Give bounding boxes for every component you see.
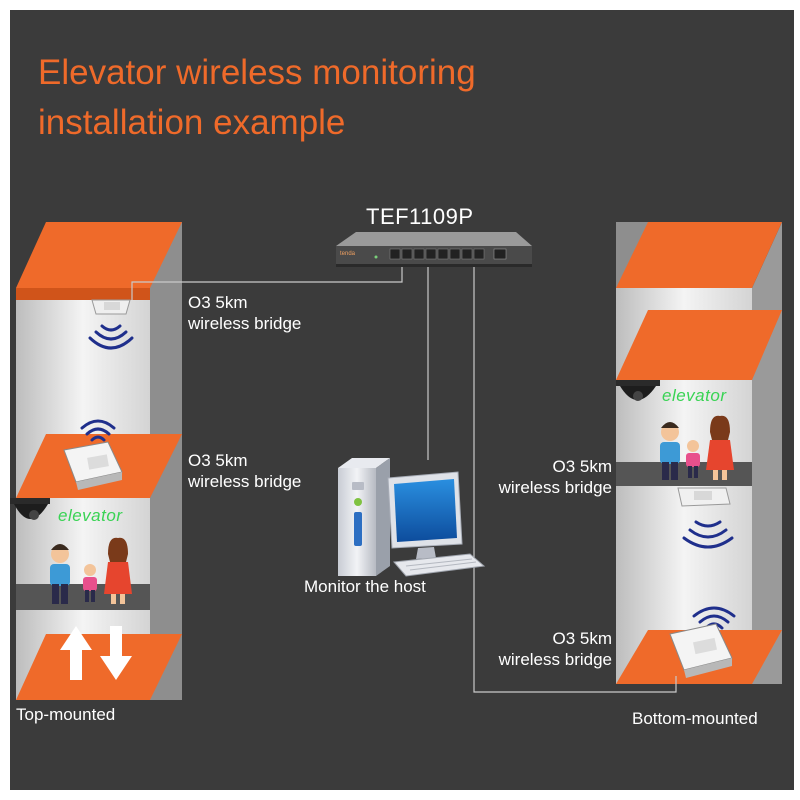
left-top-bridge-device-icon [91,299,131,315]
right-cabin-bridge-device-icon [677,487,731,507]
bridge-label-line-2: wireless bridge [188,472,302,491]
diagram-canvas: tenda Elevator wireless monitoring insta… [10,10,794,790]
right-shaft-roof [616,222,782,288]
right-dome-camera-icon [616,380,660,401]
title-line-2: installation example [38,103,346,142]
right-pit-bridge-device-icon [669,623,733,678]
network-cables [131,266,677,693]
left-middle-bridge-label: O3 5km wireless bridge [188,450,301,492]
left-cabin-bridge-device-icon [63,441,123,490]
right-cabin-roof [616,310,782,380]
bridge-label-line-2: wireless bridge [498,650,612,669]
left-pit-floor [16,634,182,700]
bridge-label-line-2: wireless bridge [498,478,612,497]
right-family-figures [660,415,734,480]
bridge-label-line-1: O3 5km [188,451,248,470]
left-elevator-text: elevator [58,506,123,525]
switch-brand-logo: tenda [340,251,356,257]
right-bottom-bridge-label: O3 5km wireless bridge [466,628,612,670]
page-title: Elevator wireless monitoring installatio… [38,48,476,148]
wifi-signal-icon [80,419,116,442]
bridge-label-line-1: O3 5km [552,629,612,648]
poe-switch-device-icon: tenda [336,232,532,267]
top-mounted-caption: Top-mounted [16,705,116,724]
left-top-bridge-label: O3 5km wireless bridge [188,292,301,334]
left-shaft-roof-edge [16,288,150,300]
down-arrow-icon [100,626,132,680]
title-line-1: Elevator wireless monitoring [38,53,476,92]
diagram-graphics: tenda [10,222,782,700]
monitor-host-computer-icon [338,458,486,577]
wifi-signal-icon [88,324,134,350]
up-arrow-icon [60,626,92,680]
bridge-label-line-2: wireless bridge [188,314,302,333]
left-dome-camera-icon [10,498,50,520]
right-elevator-shaft [616,222,782,684]
bridge-label-line-1: O3 5km [188,293,248,312]
right-middle-bridge-label: O3 5km wireless bridge [466,456,612,498]
left-shaft-roof [16,222,182,288]
wifi-signal-icon [682,520,734,549]
switch-model-label: TEF1109P [366,204,474,229]
host-label: Monitor the host [304,577,426,596]
left-elevator-shaft [16,222,182,700]
right-shaft-side-wall [752,222,782,684]
bottom-mounted-caption: Bottom-mounted [632,709,758,728]
bridge-label-line-1: O3 5km [552,457,612,476]
right-elevator-text: elevator [662,386,727,405]
left-family-figures [50,537,132,604]
